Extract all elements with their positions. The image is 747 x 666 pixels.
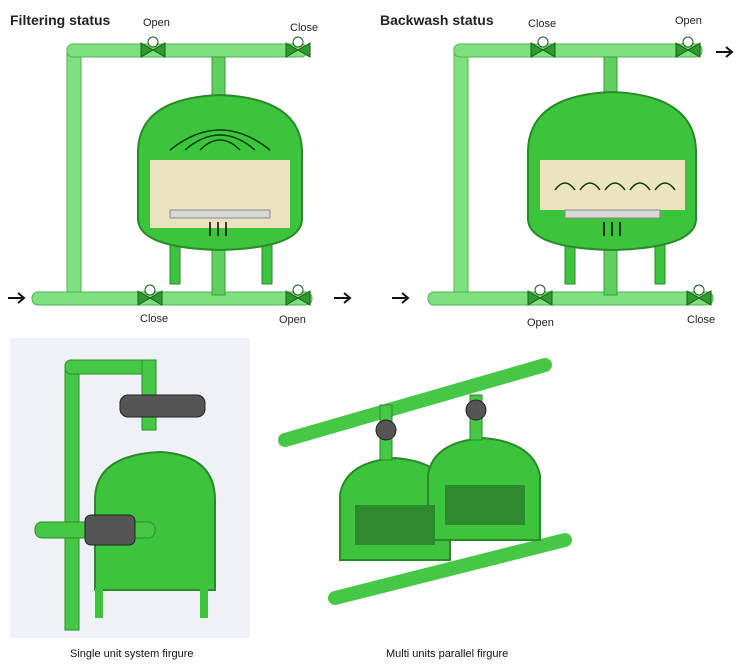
- backwash-valve-bottom-right-label: Close: [687, 314, 716, 326]
- filter-valve-bottom-right: [285, 284, 311, 306]
- backwash-valve-top-left: [530, 36, 556, 58]
- filter-inlet-arrow-icon: [8, 292, 26, 304]
- filter-outlet-arrow-icon: [334, 292, 352, 304]
- backwash-valve-top-right: [675, 36, 701, 58]
- backwash-up-arrows: [603, 222, 621, 236]
- filtering-status-title: Filtering status: [10, 12, 111, 28]
- filter-down-arrows: [209, 222, 227, 236]
- backwash-valve-top-left-label: Close: [528, 18, 557, 30]
- filter-valve-bottom-left-label: Close: [140, 313, 169, 325]
- filter-valve-top-right: [285, 36, 311, 58]
- backwash-outlet-arrow-icon: [716, 46, 734, 58]
- filter-nozzle-plate: [169, 209, 271, 219]
- backwash-valve-bottom-right: [686, 284, 712, 306]
- filter-valve-top-left: [140, 36, 166, 58]
- backwash-swirl-arrows: [554, 182, 676, 191]
- backwash-inlet-arrow-icon: [392, 292, 410, 304]
- filter-valve-bottom-left: [137, 284, 163, 306]
- filter-valve-top-left-label: Open: [143, 17, 170, 29]
- backwash-top-pipe: [453, 43, 703, 58]
- backwash-valve-top-right-label: Open: [675, 15, 702, 27]
- single-unit-caption: Single unit system firgure: [70, 648, 194, 660]
- filter-valve-bottom-right-label: Open: [279, 314, 306, 326]
- backwash-valve-bottom-left-label: Open: [527, 317, 554, 329]
- filter-bottom-pipe: [31, 291, 313, 306]
- backwash-valve-bottom-left: [527, 284, 553, 306]
- backwash-nozzle-plate: [564, 209, 661, 219]
- filter-flow-arrows: [169, 129, 271, 151]
- multi-units-caption: Multi units parallel firgure: [386, 648, 509, 660]
- backwash-status-title: Backwash status: [380, 12, 494, 28]
- filter-valve-top-right-label: Close: [290, 22, 319, 34]
- backwash-bottom-pipe: [427, 291, 714, 306]
